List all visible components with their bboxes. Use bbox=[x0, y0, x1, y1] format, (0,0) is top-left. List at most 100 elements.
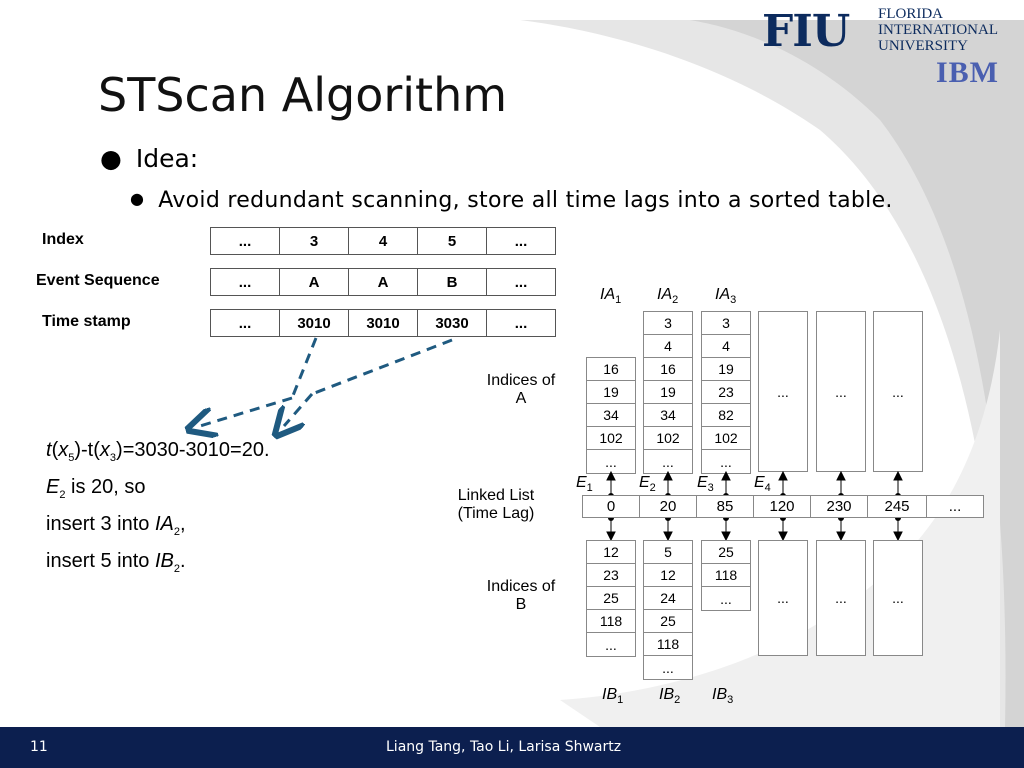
ia-cell: 34 bbox=[644, 404, 692, 427]
indices-a-label: Indices of A bbox=[476, 372, 566, 408]
indices-b-label-line2: B bbox=[515, 596, 527, 613]
calc-x3: x bbox=[99, 439, 110, 461]
ia-cell: 19 bbox=[702, 358, 750, 381]
dashed-arrow bbox=[290, 337, 318, 399]
ia-cell: 82 bbox=[702, 404, 750, 427]
ib-header-name: IB bbox=[712, 686, 728, 703]
fiu-logo: FIU bbox=[762, 6, 850, 57]
bullet-level2-text: Avoid redundant scanning, store all time… bbox=[158, 188, 893, 213]
calc-sub3: 3 bbox=[109, 452, 117, 464]
ia-cell: 3 bbox=[702, 312, 750, 335]
event-cell: B bbox=[417, 268, 487, 296]
ia-header-name: IA bbox=[715, 286, 731, 303]
ia-header: IA2 bbox=[657, 286, 678, 306]
ia-cell: 102 bbox=[587, 427, 635, 450]
calc-line4-pre: insert 5 into bbox=[46, 550, 155, 572]
fiu-logo-text: FLORIDA INTERNATIONAL UNIVERSITY bbox=[878, 6, 998, 54]
calc-line2-rest: is 20, so bbox=[65, 476, 146, 498]
e-label-name: E bbox=[697, 474, 708, 491]
ia-cell: 4 bbox=[702, 335, 750, 358]
ib-cell: 12 bbox=[587, 541, 635, 564]
ibm-logo: IBM bbox=[936, 56, 999, 89]
dashed-arrow bbox=[284, 393, 314, 426]
e-label-name: E bbox=[576, 474, 587, 491]
event-cell: A bbox=[348, 268, 418, 296]
event-cell: ... bbox=[210, 268, 280, 296]
time-cell: 3010 bbox=[348, 309, 418, 337]
ib-header-sub: 2 bbox=[674, 694, 681, 707]
ia-header-name: IA bbox=[657, 286, 673, 303]
linked-list-cell: 0 bbox=[582, 495, 640, 518]
ib-header: IB3 bbox=[712, 686, 733, 706]
ia-header-sub: 3 bbox=[730, 294, 737, 307]
ia-header-name: IA bbox=[600, 286, 616, 303]
ib2-column: 5 12 24 25 118 ... bbox=[643, 540, 693, 680]
bullet-level1: ●Idea: bbox=[100, 144, 198, 173]
ia2-column: 3 4 16 19 34 102 ... bbox=[643, 311, 693, 474]
ib-placeholder-column: ... bbox=[758, 540, 808, 656]
footer-authors: Liang Tang, Tao Li, Larisa Shwartz bbox=[386, 739, 622, 755]
calc-ia-sub: 2 bbox=[173, 526, 180, 538]
linked-list-cell: 85 bbox=[696, 495, 754, 518]
ib-cell: 12 bbox=[644, 564, 692, 587]
calc-x5: x bbox=[58, 439, 69, 461]
logo-line-1: FLORIDA bbox=[878, 6, 944, 22]
ib-header-name: IB bbox=[659, 686, 675, 703]
index-cell: ... bbox=[210, 227, 280, 255]
linked-list-cell: 120 bbox=[753, 495, 811, 518]
index-row-label: Index bbox=[42, 231, 84, 248]
ib-cell: 24 bbox=[644, 587, 692, 610]
ib-cell: ... bbox=[662, 659, 674, 676]
ib-cell: 25 bbox=[587, 587, 635, 610]
ia-cell: 16 bbox=[587, 358, 635, 381]
calc-mid: )-t( bbox=[74, 439, 100, 461]
ia-placeholder-column: ... bbox=[816, 311, 866, 472]
event-row-label: Event Sequence bbox=[36, 272, 160, 289]
linked-list-cell: 20 bbox=[639, 495, 697, 518]
ib-header: IB1 bbox=[602, 686, 623, 706]
indices-b-label: Indices of B bbox=[476, 578, 566, 614]
calculation-text: t(x5)-t(x3)=3030-3010=20. E2 is 20, so i… bbox=[46, 436, 270, 584]
e-label-sub: 2 bbox=[649, 482, 656, 495]
index-cell: 5 bbox=[417, 227, 487, 255]
ia-cell: ... bbox=[605, 453, 617, 470]
calc-t: t bbox=[46, 439, 52, 461]
e-label-sub: 4 bbox=[764, 482, 771, 495]
calc-line-2: E2 is 20, so bbox=[46, 473, 270, 510]
indices-a-label-line2: A bbox=[515, 390, 527, 407]
ib-header-sub: 3 bbox=[727, 694, 734, 707]
calc-line4-end: . bbox=[179, 550, 186, 572]
ib-cell: 118 bbox=[702, 564, 750, 587]
calc-e-sub: 2 bbox=[59, 489, 66, 501]
ia-cell: 102 bbox=[644, 427, 692, 450]
ib-header-name: IB bbox=[602, 686, 618, 703]
calc-e: E bbox=[46, 476, 60, 498]
calc-line-3: insert 3 into IA2, bbox=[46, 510, 270, 547]
calc-line3-pre: insert 3 into bbox=[46, 513, 155, 535]
logo-line-3: UNIVERSITY bbox=[878, 38, 968, 54]
index-cell: ... bbox=[486, 227, 556, 255]
slide-title: STScan Algorithm bbox=[98, 68, 508, 122]
ia-cell: ... bbox=[662, 453, 674, 470]
ia-cell: 102 bbox=[702, 427, 750, 450]
time-row-label: Time stamp bbox=[42, 313, 131, 330]
ib-placeholder-column: ... bbox=[816, 540, 866, 656]
linked-list-label-line1: Linked List bbox=[457, 487, 535, 504]
ia3-column: 3 4 19 23 82 102 ... bbox=[701, 311, 751, 474]
ib3-column: 25 118 ... bbox=[701, 540, 751, 611]
page-number: 11 bbox=[30, 739, 48, 755]
bullet-level2: ●Avoid redundant scanning, store all tim… bbox=[130, 188, 893, 213]
logo-line-2: INTERNATIONAL bbox=[878, 22, 998, 38]
e-label-sub: 1 bbox=[586, 482, 593, 495]
dashed-arrow bbox=[311, 338, 453, 396]
time-cell: ... bbox=[210, 309, 280, 337]
e-label-name: E bbox=[639, 474, 650, 491]
ia-cell: 4 bbox=[644, 335, 692, 358]
ib-cell: ... bbox=[605, 636, 617, 653]
linked-list-cell: 230 bbox=[810, 495, 868, 518]
ia-header: IA1 bbox=[600, 286, 621, 306]
ib-cell: 25 bbox=[644, 610, 692, 633]
calc-line-1: t(x5)-t(x3)=3030-3010=20. bbox=[46, 439, 270, 464]
